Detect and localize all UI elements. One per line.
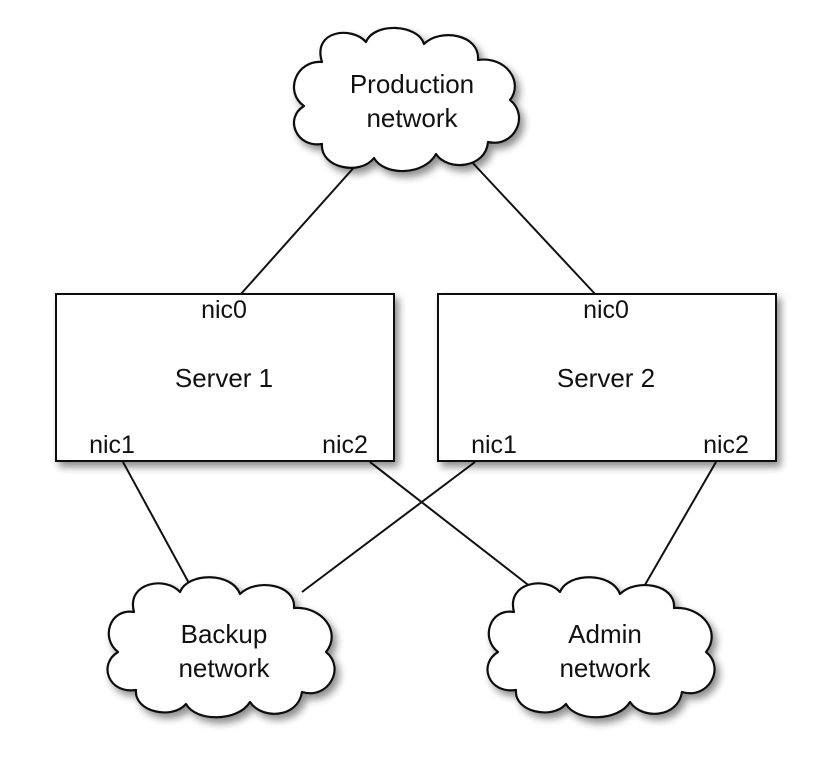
server-1-nic1-label: nic1 — [89, 431, 135, 459]
backup-network-cloud: Backup network — [106, 576, 336, 719]
server-1-nic2-label: nic2 — [322, 431, 368, 459]
server-2-nic2-label: nic2 — [703, 431, 749, 459]
admin-network-label-line1: Admin — [568, 619, 642, 649]
server-2: nic0 Server 2 nic1 nic2 — [437, 293, 777, 462]
link-production-server1 — [239, 163, 358, 296]
admin-network-label-line2: network — [559, 653, 651, 683]
production-network-cloud: Production network — [293, 26, 521, 173]
server-1-name: Server 1 — [175, 363, 273, 393]
production-network-label-line2: network — [366, 103, 458, 133]
link-server2-nic1-backup — [301, 461, 476, 593]
link-server2-nic2-admin — [641, 461, 717, 591]
links — [122, 159, 717, 599]
admin-network-cloud-shape — [486, 576, 716, 719]
link-server1-nic2-admin — [369, 461, 546, 599]
server-1: nic0 Server 1 nic1 nic2 — [55, 293, 395, 462]
backup-network-label-line1: Backup — [181, 619, 268, 649]
server-1-box — [55, 293, 395, 462]
server-2-nic1-label: nic1 — [471, 431, 517, 459]
link-production-server2 — [469, 159, 597, 296]
admin-network-cloud: Admin network — [486, 576, 716, 719]
backup-network-cloud-shape — [106, 576, 336, 719]
server-2-box — [437, 293, 777, 462]
production-network-label-line1: Production — [350, 69, 474, 99]
server-1-nic0-label: nic0 — [201, 296, 247, 324]
production-network-cloud-shape — [293, 26, 521, 173]
link-server1-nic1-backup — [122, 461, 191, 586]
backup-network-label-line2: network — [178, 653, 270, 683]
server-2-name: Server 2 — [557, 363, 655, 393]
server-2-nic0-label: nic0 — [583, 296, 629, 324]
